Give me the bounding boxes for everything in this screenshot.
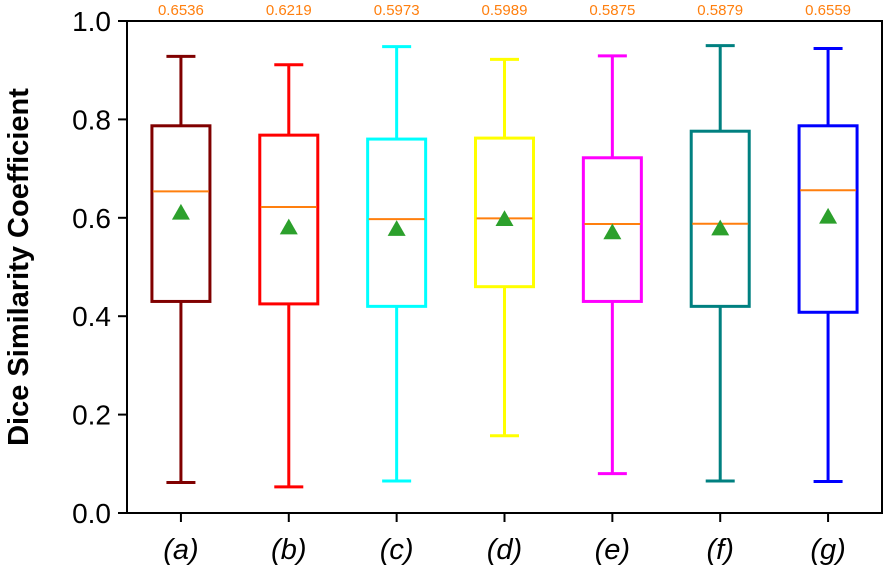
mean-marker: [279, 218, 298, 235]
x-tick-label: (g): [810, 534, 845, 566]
median-value-label: 0.5875: [589, 2, 635, 19]
y-tick-label: 0.8: [72, 104, 111, 135]
mean-marker: [819, 207, 838, 224]
box-3: [474, 57, 535, 438]
iqr-box: [797, 124, 859, 314]
mean-marker: [603, 223, 622, 240]
mean-marker: [495, 210, 514, 227]
box-6: [797, 47, 859, 484]
median-value-label: 0.6219: [266, 2, 312, 19]
x-tick-label: (a): [163, 534, 198, 566]
x-tick-label: (b): [271, 534, 306, 566]
axes: 0.0 0.2 0.4 0.6 0.8 1.0 (a) (b) (c) (d) (e) (f) (g): [72, 6, 883, 566]
iqr-box: [474, 136, 535, 289]
median-value-label: 0.5879: [697, 2, 743, 19]
iqr-box: [150, 124, 212, 303]
y-tick-label: 0.4: [72, 301, 111, 332]
mean-marker: [171, 203, 190, 220]
y-tick-label: 1.0: [72, 6, 111, 37]
median-value-label: 0.6559: [805, 2, 851, 19]
boxes: [150, 44, 859, 489]
labels: 0.6536 0.6219 0.5973 0.5989 0.5875 0.5879 0.65…: [158, 2, 851, 19]
x-tick-label: (d): [487, 534, 522, 566]
y-axis-label-group: Dice Similarity Coefficient: [3, 88, 35, 446]
median-value-label: 0.5973: [374, 2, 420, 19]
box-4: [581, 54, 643, 476]
y-tick-label: 0.6: [72, 203, 111, 234]
box-5: [689, 44, 751, 483]
box-0: [150, 54, 212, 484]
iqr-box: [366, 137, 428, 308]
x-tick-label: (e): [595, 534, 630, 566]
x-tick-label: (f): [707, 534, 734, 566]
box-2: [366, 45, 428, 483]
iqr-box: [689, 129, 751, 308]
y-axis-label: Dice Similarity Coefficient: [3, 88, 35, 446]
x-tick-label: (c): [380, 534, 414, 566]
mean-marker: [711, 219, 730, 236]
iqr-box: [581, 156, 643, 303]
y-tick-label: 0.0: [72, 498, 111, 529]
mean-marker: [387, 220, 406, 236]
box-1: [258, 63, 320, 489]
median-value-label: 0.6536: [158, 2, 204, 19]
y-tick-label: 0.2: [72, 400, 111, 431]
median-value-label: 0.5989: [482, 2, 528, 19]
iqr-box: [258, 133, 320, 306]
